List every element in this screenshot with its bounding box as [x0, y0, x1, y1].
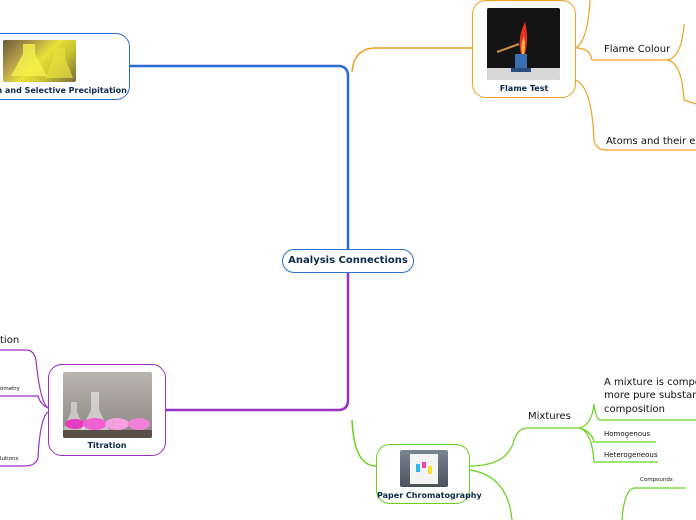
subtopic-heterogeneous[interactable]: Heterogeneous — [604, 451, 658, 459]
pink-titration-flasks-image — [63, 372, 152, 438]
connector-flame-up — [575, 0, 591, 49]
subtopic-homogenous[interactable]: Homogenous — [604, 430, 651, 438]
connector-center-to-flame-test — [351, 47, 472, 73]
bunsen-burner-flame-image — [487, 8, 560, 80]
connector-chroma-down — [469, 469, 513, 520]
connector-titration-tion — [0, 349, 49, 409]
subtopic-flame-colour[interactable]: Flame Colour — [604, 44, 671, 55]
node-flame-test[interactable]: Flame Test — [472, 0, 576, 98]
connector-colour-right-up — [667, 23, 685, 61]
node-flame-test-label: Flame Test — [499, 84, 549, 93]
connector-compounds — [621, 487, 686, 520]
connector-colour-right-down — [667, 59, 696, 105]
connector-titration-ometry — [0, 395, 49, 409]
connector-mixtures-heterogeneous — [579, 427, 658, 463]
connector-center-to-chromatography — [351, 419, 377, 467]
subtopic-atoms-excitation[interactable]: Atoms and their exc — [606, 136, 696, 147]
node-paper-chromatography[interactable]: Paper Chromatography — [376, 444, 482, 504]
subtopic-mixtures[interactable]: Mixtures — [528, 411, 571, 422]
node-precipitation[interactable]: on and Selective Precipitation — [0, 33, 130, 100]
node-titration[interactable]: Titration — [48, 364, 166, 456]
connector-center-to-titration — [166, 273, 350, 412]
connector-titration-lutions — [0, 411, 49, 467]
titration-flasks-icon — [63, 392, 152, 438]
connector-mixtures-definition — [579, 403, 696, 429]
connector-chroma-mixtures — [469, 427, 580, 467]
subtopic-titration-lutions[interactable]: lutions — [0, 456, 19, 462]
flame-icon — [487, 22, 560, 80]
subtopic-mixture-definition-line-2[interactable]: more pure substanc — [604, 390, 696, 401]
chromatography-strip-icon — [410, 454, 438, 484]
subtopic-compounds[interactable]: Compounds — [640, 477, 673, 483]
subtopic-titration-tion[interactable]: tion — [0, 335, 20, 346]
flask-shape-icon — [11, 44, 73, 78]
chromatography-paper-strip-image — [400, 450, 448, 487]
node-paper-chromatography-label: Paper Chromatography — [377, 491, 482, 500]
connector-flame-to-atoms — [575, 79, 696, 151]
central-topic[interactable]: Analysis Connections — [282, 249, 414, 273]
node-precipitation-label: on and Selective Precipitation — [0, 86, 127, 95]
connector-center-to-precipitation — [130, 64, 350, 249]
subtopic-titration-ometry[interactable]: ometry — [0, 386, 20, 392]
yellow-precipitate-flask-image — [3, 40, 76, 82]
connector-flame-to-colour — [575, 47, 668, 61]
node-titration-label: Titration — [87, 441, 127, 450]
subtopic-mixture-definition-line-3[interactable]: composition — [604, 404, 665, 415]
subtopic-mixture-definition-line-1[interactable]: A mixture is compos — [604, 377, 696, 388]
